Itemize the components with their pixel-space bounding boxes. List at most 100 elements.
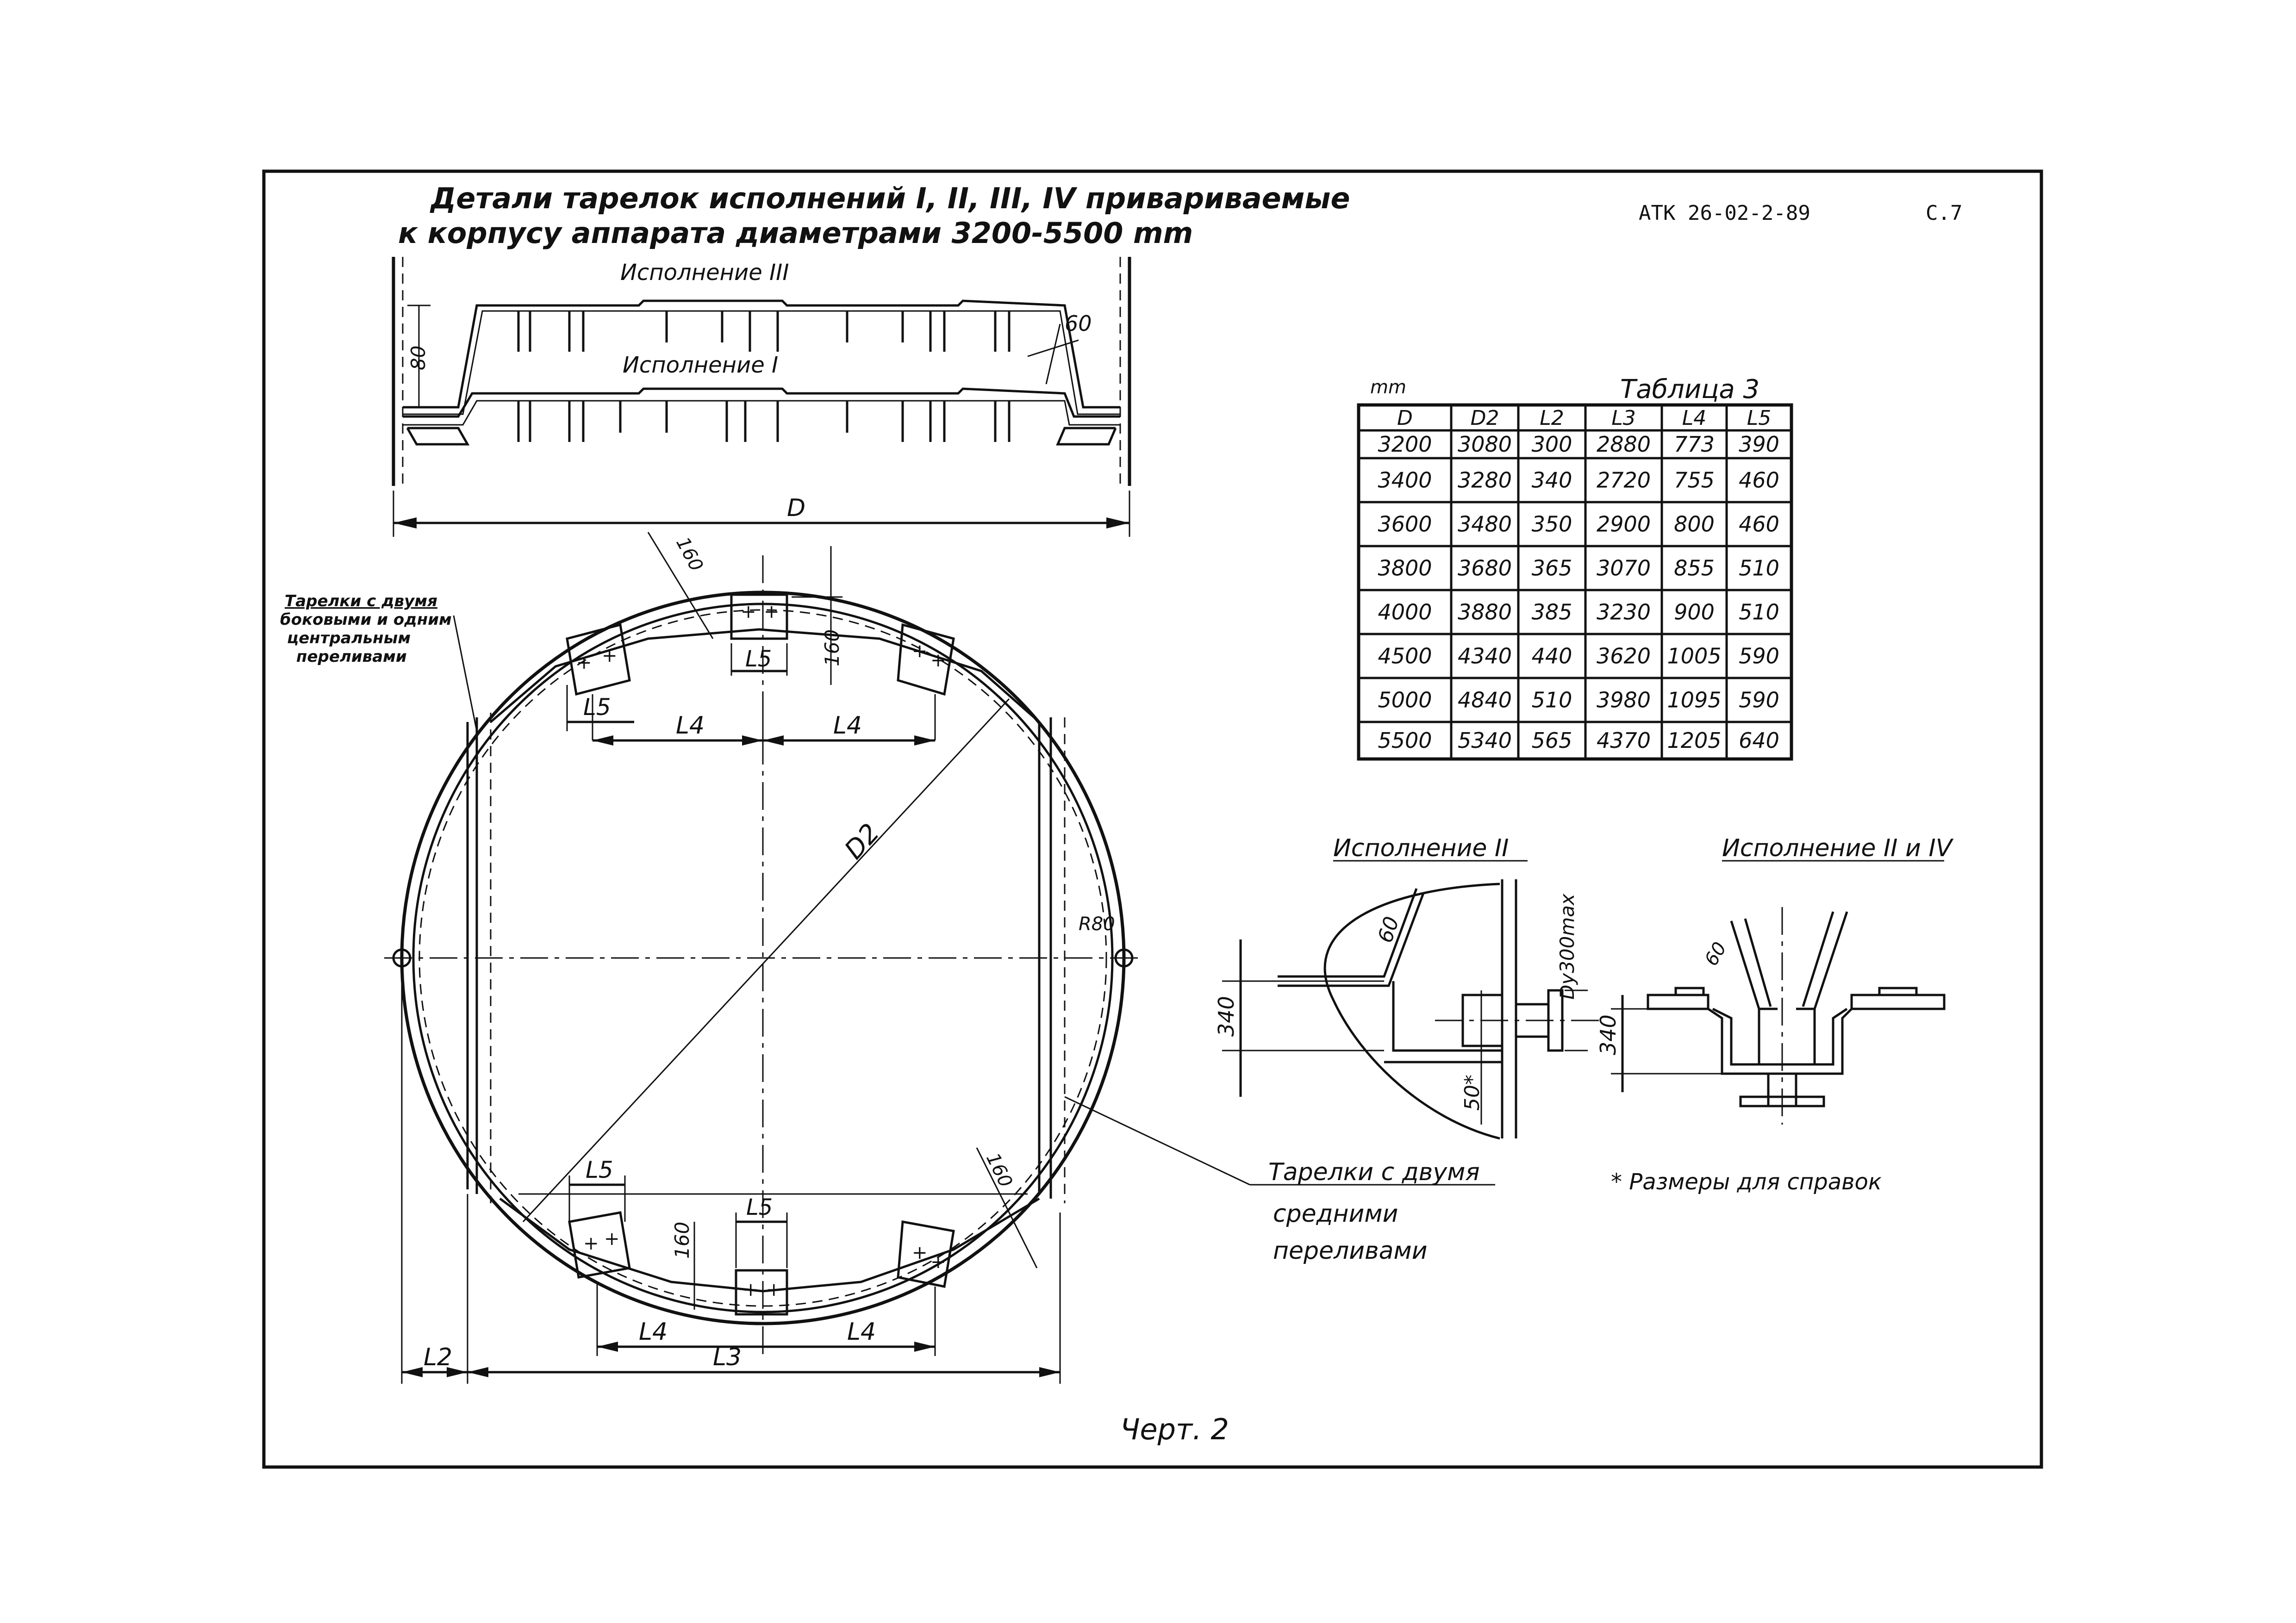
- svg-text:+: +: [604, 1228, 620, 1250]
- dim-60-section: 60: [1065, 311, 1092, 336]
- table-frame: [1357, 403, 1793, 761]
- table-cell: 440: [1532, 644, 1572, 669]
- label-ispolnenie-III: Исполнение III: [620, 260, 789, 286]
- svg-text:+: +: [912, 1242, 928, 1263]
- table-cell: 3200: [1378, 432, 1432, 457]
- table-cell: 4370: [1597, 728, 1651, 753]
- table-cell: 3480: [1458, 512, 1512, 537]
- table-cell: 2900: [1597, 512, 1651, 537]
- table-header-cell: L4: [1682, 406, 1707, 430]
- table-header-cell: L2: [1540, 406, 1564, 430]
- table-cell: 590: [1739, 688, 1779, 713]
- page-number: С.7: [1926, 201, 1962, 225]
- table-cell: 4840: [1458, 688, 1512, 713]
- dim-L4-top-right: L4: [833, 712, 862, 740]
- svg-text:+: +: [743, 1279, 759, 1300]
- table-cell: 855: [1674, 556, 1715, 581]
- svg-text:+: +: [764, 601, 780, 622]
- table-cell: 5000: [1378, 688, 1432, 713]
- table-header-cell: D: [1397, 406, 1413, 430]
- table-cell: 5500: [1378, 728, 1432, 753]
- note-left-line-3: центральным: [287, 629, 411, 647]
- dim-80: 80: [407, 346, 430, 370]
- dim-L4-bottom-right: L4: [847, 1318, 876, 1346]
- table-cell: 773: [1674, 432, 1715, 457]
- table-cell: 460: [1739, 468, 1779, 493]
- detail-II-dim-60: 60: [1373, 914, 1404, 945]
- detail-II-IV-dim-60: 60: [1701, 939, 1731, 970]
- dim-160-bottom: 160: [671, 1222, 693, 1259]
- table-cell: 3800: [1378, 556, 1432, 581]
- detail-II: Исполнение II 60 Dy300max 340 50*: [1214, 834, 1602, 1140]
- title-line-1: Детали тарелок исполнений I, II, III, IV…: [430, 181, 1350, 215]
- section-view: Исполнение III Исполнение I 80 60 D: [392, 257, 1131, 537]
- doc-code: АТК 26-02-2-89: [1639, 201, 1810, 225]
- svg-text:+: +: [583, 1233, 599, 1254]
- table-cell: 3280: [1458, 468, 1512, 493]
- table-cell: 510: [1739, 556, 1779, 581]
- table-cell: 1205: [1667, 728, 1721, 753]
- table-cell: 510: [1739, 600, 1779, 625]
- table-cell: 340: [1532, 468, 1572, 493]
- dim-L2: L2: [424, 1343, 452, 1371]
- note-right-line-2: средними: [1273, 1200, 1398, 1228]
- dim-d160-top: 160: [672, 534, 707, 575]
- table-cell: 460: [1739, 512, 1779, 537]
- table-header-cell: D2: [1471, 406, 1499, 430]
- table-cell: 3080: [1458, 432, 1512, 457]
- detail-II-dim-50: 50*: [1460, 1075, 1484, 1111]
- drawing-frame: [262, 169, 2043, 1469]
- dim-R80: R80: [1079, 914, 1115, 935]
- plan-view: ++ ++ ++ ++ ++ ++ D2 R80 L4 L4: [280, 532, 1495, 1384]
- dim-D: D: [787, 494, 805, 522]
- dim-L4-top-left: L4: [676, 712, 705, 740]
- dim-L4-bottom-left: L4: [639, 1318, 668, 1346]
- table-cell: 3620: [1597, 644, 1651, 669]
- svg-text:+: +: [930, 650, 946, 671]
- table-cell: 3070: [1597, 556, 1651, 581]
- note-left-line-2: боковыми и одним: [280, 610, 452, 629]
- table-cell: 4340: [1458, 644, 1512, 669]
- table-cell: 385: [1532, 600, 1572, 625]
- detail-II-IV: Исполнение II и IV 60 340: [1596, 834, 1954, 1125]
- svg-text:+: +: [602, 645, 618, 666]
- table-cell: 3980: [1597, 688, 1651, 713]
- table-cell: 2720: [1597, 468, 1651, 493]
- note-left-line-4: переливами: [296, 647, 407, 666]
- table-cell: 800: [1674, 512, 1715, 537]
- table-cell: 300: [1532, 432, 1572, 457]
- drawing-number: Черт. 2: [1120, 1412, 1229, 1446]
- label-ispolnenie-I: Исполнение I: [623, 352, 778, 378]
- table-cell: 900: [1674, 600, 1715, 625]
- table-cell: 590: [1739, 644, 1779, 669]
- table-cell: 1005: [1667, 644, 1721, 669]
- table-cell: 350: [1532, 512, 1572, 537]
- table-cell: 3600: [1378, 512, 1432, 537]
- table-cell: 755: [1674, 468, 1715, 493]
- table-cell: 2880: [1597, 432, 1651, 457]
- table-cell: 3680: [1458, 556, 1512, 581]
- dim-d160-bottom: 160: [982, 1150, 1017, 1191]
- table-unit: mm: [1370, 377, 1406, 398]
- table-cell: 5340: [1458, 728, 1512, 753]
- svg-text:+: +: [741, 601, 756, 622]
- dim-L3: L3: [713, 1343, 742, 1371]
- dim-L5-top-left: L5: [583, 694, 611, 721]
- svg-text:+: +: [930, 1251, 946, 1273]
- table-cell: 390: [1739, 432, 1779, 457]
- table-cell: 4500: [1378, 644, 1432, 669]
- note-left-line-1: Тарелки с двумя: [285, 592, 437, 610]
- detail-II-label: Исполнение II: [1333, 834, 1509, 862]
- svg-text:+: +: [766, 1279, 782, 1300]
- note-right-line-3: переливами: [1273, 1237, 1428, 1265]
- table-cell: 1095: [1667, 688, 1721, 713]
- footnote: * Размеры для справок: [1611, 1169, 1882, 1195]
- table-header-cell: L5: [1747, 406, 1772, 430]
- table-cell: 365: [1532, 556, 1572, 581]
- table-title: Таблица 3: [1620, 374, 1759, 404]
- dim-D2: D2: [839, 818, 886, 865]
- dim-L5-top-center: L5: [745, 646, 772, 672]
- detail-II-IV-dim-340: 340: [1596, 1014, 1621, 1055]
